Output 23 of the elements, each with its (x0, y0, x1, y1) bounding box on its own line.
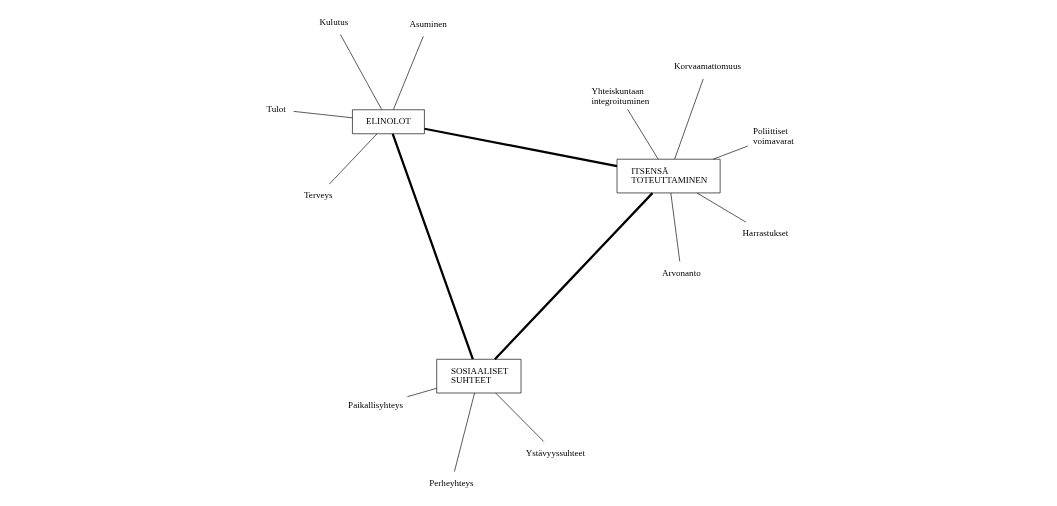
node-box: SOSIAALISET SUHTEET (436, 358, 522, 394)
connector (494, 192, 654, 361)
node-text: Asuminen (409, 18, 447, 29)
connector (391, 133, 474, 360)
node-text: Tulot (266, 103, 286, 114)
connector (393, 35, 424, 110)
node-text: Ystävyyssuhteet (525, 447, 586, 458)
node-box: ITSENSÄ TOTEUTTAMINEN (616, 158, 721, 194)
node-box: ELINOLOT (352, 109, 425, 135)
connector (293, 111, 353, 119)
node-text: Arvonanto (661, 267, 701, 278)
node-text: Terveys (303, 190, 333, 201)
node-text: Harrastukset (742, 228, 789, 239)
connector (454, 392, 475, 472)
connector (407, 387, 437, 397)
node-text: Yhteiskuntaan integroituminen (591, 86, 650, 107)
node-text: Kulutus (319, 17, 349, 28)
node-text: Perheyhteys (429, 477, 474, 488)
connector (424, 127, 618, 168)
node-text: Poliittiset voimavarat (753, 126, 794, 146)
node-text: Korvaamattomuus (674, 61, 741, 72)
connector (340, 34, 383, 111)
node-text: Paikallisyhteys (348, 400, 404, 411)
